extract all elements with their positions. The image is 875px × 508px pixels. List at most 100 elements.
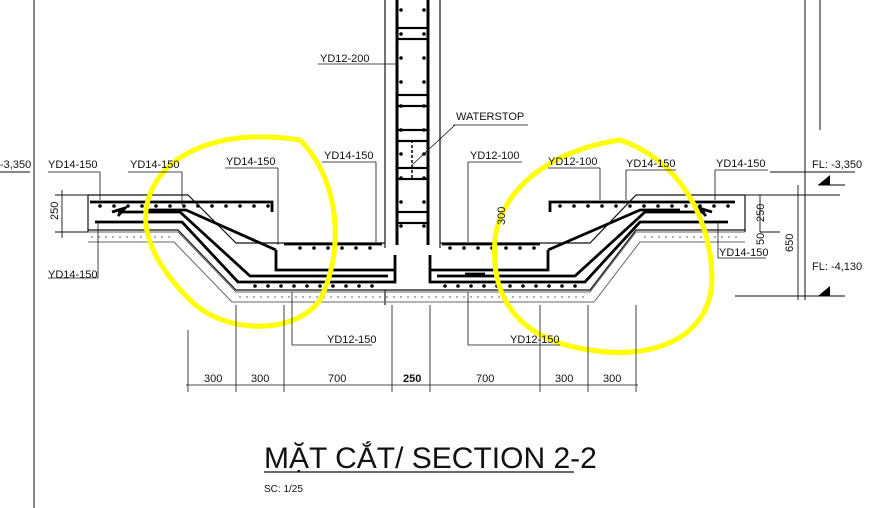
rebar-dot — [642, 204, 646, 208]
hatch-dot — [105, 236, 107, 238]
hatch-dot — [693, 236, 695, 238]
rebar-dot — [326, 246, 330, 250]
hatch-dot — [491, 296, 493, 298]
hatch-dot — [477, 296, 479, 298]
rebar-dot — [572, 204, 576, 208]
hatch-dot — [330, 296, 332, 298]
hatch-dot — [386, 296, 388, 298]
hatch-dot — [91, 236, 93, 238]
hatch-dot — [337, 296, 339, 298]
rebar-dot — [370, 284, 374, 288]
hatch-dot — [519, 296, 521, 298]
rebar-dot — [670, 204, 674, 208]
rebar-dot — [560, 284, 564, 288]
hatch-dot — [728, 236, 730, 238]
hatch-dot — [133, 236, 135, 238]
rebar-dot — [168, 204, 172, 208]
rebar-dot — [154, 204, 158, 208]
rebar-dot — [422, 80, 426, 84]
rebar-dot — [210, 204, 214, 208]
rebar-dot — [443, 284, 447, 288]
rebar-dot — [508, 284, 512, 288]
rebar-dot — [422, 56, 426, 60]
dim-bottom-7: 300 — [603, 373, 621, 385]
hatch-dot — [302, 296, 304, 298]
rebar-dot — [422, 32, 426, 36]
rebar-section-dots — [98, 8, 730, 288]
rebar-dot — [532, 246, 536, 250]
rebar-dot — [614, 204, 618, 208]
dim-bottom-3: 700 — [328, 373, 346, 385]
rebar-dot — [340, 246, 344, 250]
hatch-dot — [526, 296, 528, 298]
hatch-dot — [274, 296, 276, 298]
rebar-dot — [712, 204, 716, 208]
hatch-dot — [554, 296, 556, 298]
rebar-dot — [399, 8, 403, 12]
label-waterstop: WATERSTOP — [456, 111, 524, 123]
lean-concrete-dots — [91, 236, 737, 298]
highlight-marks — [143, 134, 715, 355]
hatch-dot — [239, 296, 241, 298]
rebar-dot — [98, 204, 102, 208]
rebar-dot — [684, 204, 688, 208]
hatch-dot — [267, 296, 269, 298]
concrete-wall — [384, 0, 441, 248]
rebar-dot — [422, 224, 426, 228]
rebar-dot — [698, 204, 702, 208]
hatch-dot — [309, 296, 311, 298]
rebar-dot — [399, 128, 403, 132]
dim-bottom-4: 250 — [403, 373, 421, 385]
rebar-dot — [628, 204, 632, 208]
rebar-dot — [399, 56, 403, 60]
hatch-dot — [714, 236, 716, 238]
rebar-dot — [399, 176, 403, 180]
hatch-dot — [686, 236, 688, 238]
rebar-dot — [518, 246, 522, 250]
hatch-dot — [393, 296, 395, 298]
hatch-dot — [575, 296, 577, 298]
hatch-dot — [484, 296, 486, 298]
rebar-dot — [140, 204, 144, 208]
hatch-dot — [470, 296, 472, 298]
level-triangle-top — [818, 175, 830, 185]
dim-right-650: 650 — [784, 234, 796, 252]
hatch-dot — [435, 296, 437, 298]
dim-bottom-5: 700 — [476, 373, 494, 385]
label-yd12-150-left: YD12-150 — [327, 334, 377, 346]
hatch-dot — [140, 236, 142, 238]
rebar-dot — [534, 284, 538, 288]
hatch-dot — [295, 296, 297, 298]
hatch-dot — [651, 236, 653, 238]
rebar-dot — [224, 204, 228, 208]
hatch-dot — [154, 236, 156, 238]
hatch-dot — [568, 296, 570, 298]
hatch-dot — [260, 296, 262, 298]
hatch-dot — [358, 296, 360, 298]
rebar-dot — [656, 204, 660, 208]
hatch-dot — [126, 236, 128, 238]
label-yd14-150-right-bottom: YD14-150 — [719, 247, 769, 259]
slab-rebars — [90, 200, 735, 284]
rebar-dot — [266, 204, 270, 208]
hatch-dot — [721, 236, 723, 238]
hatch-dot — [379, 296, 381, 298]
hatch-dot — [400, 296, 402, 298]
hatch-dot — [700, 236, 702, 238]
rebar-dot — [600, 204, 604, 208]
rebar-dot — [476, 246, 480, 250]
label-yd12-100-1: YD12-100 — [470, 150, 520, 162]
rebar-dot — [196, 204, 200, 208]
rebar-dot — [298, 246, 302, 250]
dim-left-250: 250 — [49, 202, 61, 220]
hatch-dot — [281, 296, 283, 298]
hatch-dot — [644, 236, 646, 238]
rebar-dot — [292, 284, 296, 288]
dim-bottom-6: 300 — [555, 373, 573, 385]
rebar-dot — [126, 204, 130, 208]
label-yd14-150-right-2: YD14-150 — [716, 158, 766, 170]
hatch-dot — [665, 236, 667, 238]
rebar-dot — [238, 204, 242, 208]
hatch-dot — [582, 296, 584, 298]
hatch-dot — [512, 296, 514, 298]
